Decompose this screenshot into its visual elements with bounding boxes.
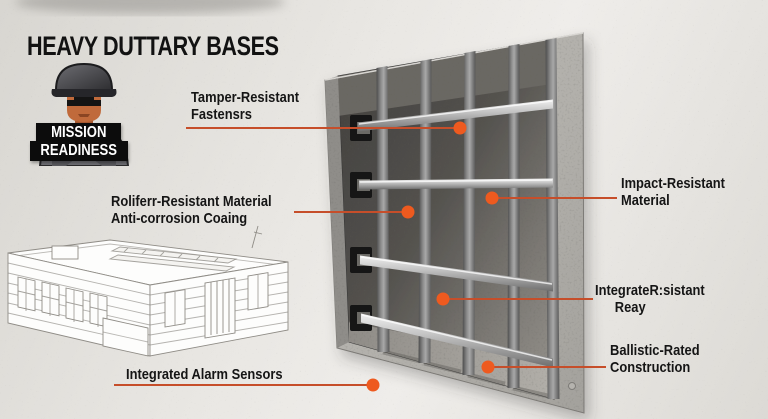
mission-badge: MISSION (36, 123, 121, 142)
callout-ballistic-rated-construction: Ballistic-Rated Construction (610, 342, 700, 376)
leader-dot (485, 191, 499, 205)
callout-impact-resistant-material: Impact-Resistant Material (621, 175, 725, 209)
sunglasses-icon (67, 96, 101, 106)
building-antenna (251, 225, 259, 249)
callout-text: Roliferr-Resistant Material (111, 193, 272, 210)
concrete-wall-panel (324, 32, 585, 414)
leader-dot (401, 205, 415, 219)
callout-integrated-alarm-sensors: Integrated Alarm Sensors (126, 366, 283, 383)
vertical-security-bars (376, 38, 560, 399)
callout-text: Construction (610, 359, 691, 376)
callout-text: Reay (614, 299, 646, 316)
leader-dot (436, 292, 450, 306)
callout-text: Material (621, 192, 670, 209)
mission-badge-label: MISSION (50, 124, 107, 141)
building-door (204, 277, 236, 339)
callout-text: Anti-corrosion Coaing (111, 210, 248, 227)
readiness-badge-label: READINESS (40, 142, 118, 159)
callout-corrosion-resistant-material: Roliferr-Resistant Material Anti-corrosi… (111, 193, 272, 227)
leader-dot (453, 121, 467, 135)
callout-text: Impact-Resistant (621, 175, 725, 192)
leader-dot (481, 360, 495, 374)
callout-text: Ballistic-Rated (610, 342, 700, 359)
page-title: HEAVY DUTTARY BASES (27, 31, 279, 61)
building-roof-unit (51, 245, 79, 260)
wall-rivet (568, 382, 576, 390)
building-windows (17, 276, 108, 328)
bar-shadows (382, 349, 549, 399)
callout-tamper-resistant-fasteners: Tamper-Resistant Fastensrs (191, 89, 299, 123)
horizontal-security-bars (358, 99, 553, 368)
callout-text: Tamper-Resistant (191, 89, 300, 106)
callout-text: Integrated Alarm Sensors (126, 366, 283, 383)
callout-text: Fastensrs (191, 106, 252, 123)
leader-dot (366, 378, 380, 392)
callout-integrated-resistant-relay: IntegrateR:sistant Reay (595, 282, 705, 316)
readiness-badge: READINESS (30, 141, 128, 161)
mission-readiness-emblem: MISSION READINESS (26, 56, 142, 167)
callout-text: IntegrateR:sistant (595, 282, 705, 299)
